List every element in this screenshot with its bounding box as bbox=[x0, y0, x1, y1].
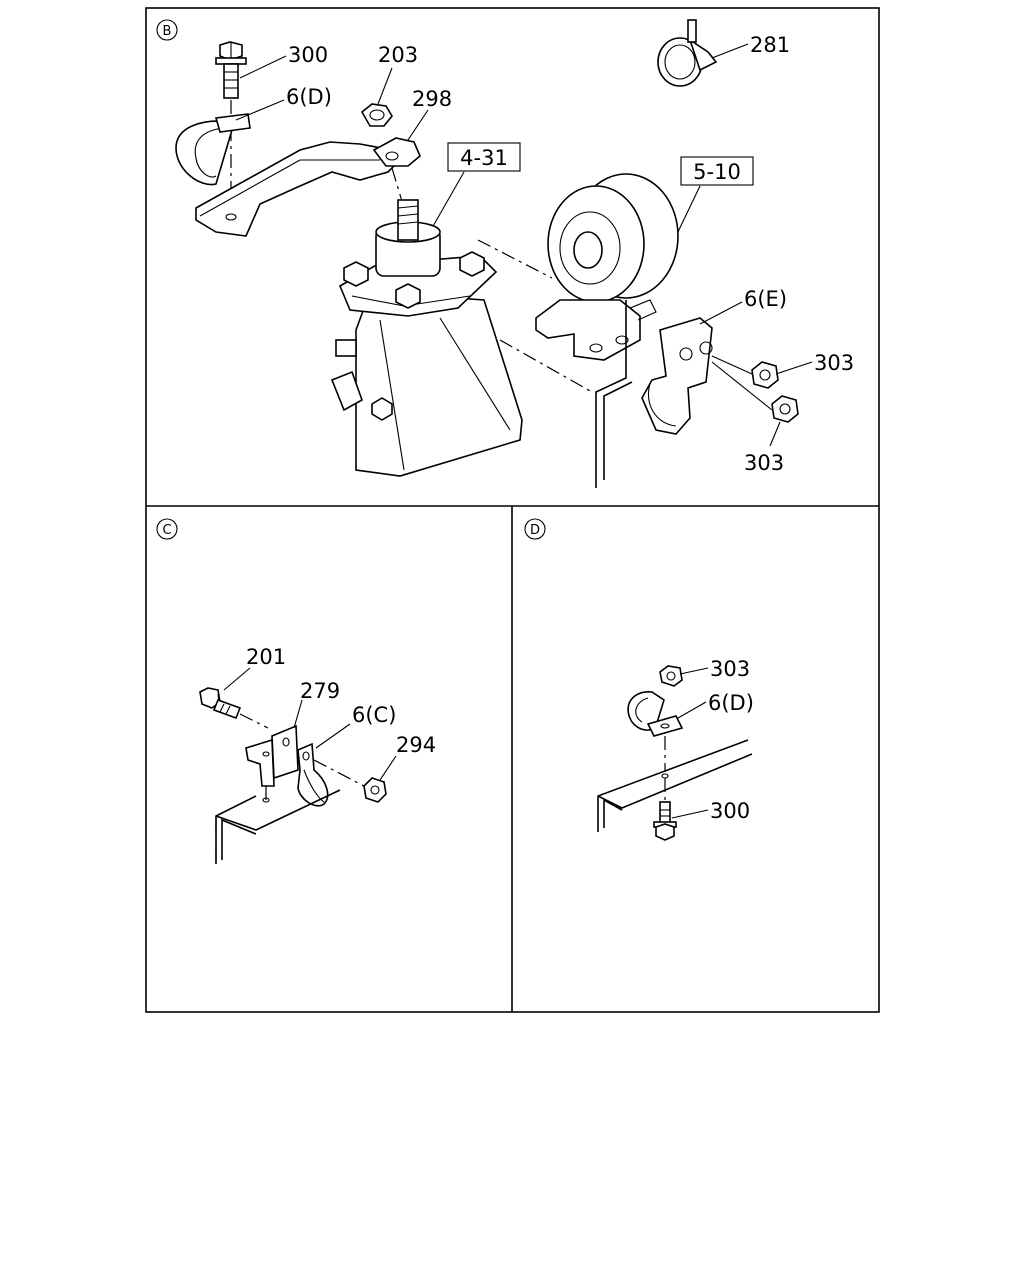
ref-box-5-10: 5-10 bbox=[680, 156, 754, 186]
bracket bbox=[195, 141, 402, 237]
label-300: 300 bbox=[288, 43, 328, 67]
label-6d: 6(D) bbox=[286, 85, 332, 109]
diagram-frame bbox=[145, 7, 880, 1013]
nut-294 bbox=[363, 777, 387, 803]
nut-303 bbox=[659, 665, 683, 687]
label-201: 201 bbox=[246, 645, 286, 669]
nut-303-lower bbox=[771, 395, 799, 423]
steering-gear-unit bbox=[330, 199, 523, 477]
nut-303-upper bbox=[751, 361, 779, 389]
nut-203 bbox=[360, 103, 393, 127]
label-6e: 6(E) bbox=[744, 287, 787, 311]
label-294: 294 bbox=[396, 733, 436, 757]
label-303: 303 bbox=[710, 657, 750, 681]
label-303-upper: 303 bbox=[814, 351, 854, 375]
label-279: 279 bbox=[300, 679, 340, 703]
panel-d: D 303 6(D) bbox=[524, 518, 754, 841]
label-6d-panel-d: 6(D) bbox=[708, 691, 754, 715]
label-6c: 6(C) bbox=[352, 703, 396, 727]
clip-6c bbox=[297, 742, 329, 807]
bracket-279 bbox=[245, 724, 299, 787]
clip-6d-panel-d bbox=[627, 691, 684, 737]
label-281: 281 bbox=[750, 33, 790, 57]
label-298: 298 bbox=[412, 87, 452, 111]
label-303-lower: 303 bbox=[744, 451, 784, 475]
bolt-201 bbox=[199, 687, 269, 729]
ref-box-4-31: 4-31 bbox=[447, 142, 521, 172]
label-300-panel-d: 300 bbox=[710, 799, 750, 823]
svg-text:5-10: 5-10 bbox=[693, 160, 741, 184]
svg-text:C: C bbox=[162, 523, 171, 538]
label-203: 203 bbox=[378, 43, 418, 67]
panel-b-marker: B bbox=[156, 19, 178, 41]
panel-d-marker: D bbox=[524, 518, 546, 540]
panel-c-marker: C bbox=[156, 518, 178, 540]
hose-clamp-281 bbox=[657, 19, 718, 87]
pulley-assembly bbox=[535, 173, 679, 361]
svg-text:4-31: 4-31 bbox=[460, 146, 508, 170]
plate-298 bbox=[372, 137, 421, 167]
bolt-300-panel-d bbox=[653, 778, 677, 841]
svg-text:D: D bbox=[530, 523, 540, 538]
clip-6e bbox=[641, 317, 713, 435]
panel-c: C 201 279 6(C) bbox=[156, 518, 436, 866]
clip-6d bbox=[175, 113, 251, 186]
frame-member-c bbox=[215, 786, 341, 866]
svg-text:B: B bbox=[163, 24, 172, 39]
panel-b: B 300 6(D) bbox=[156, 19, 854, 488]
